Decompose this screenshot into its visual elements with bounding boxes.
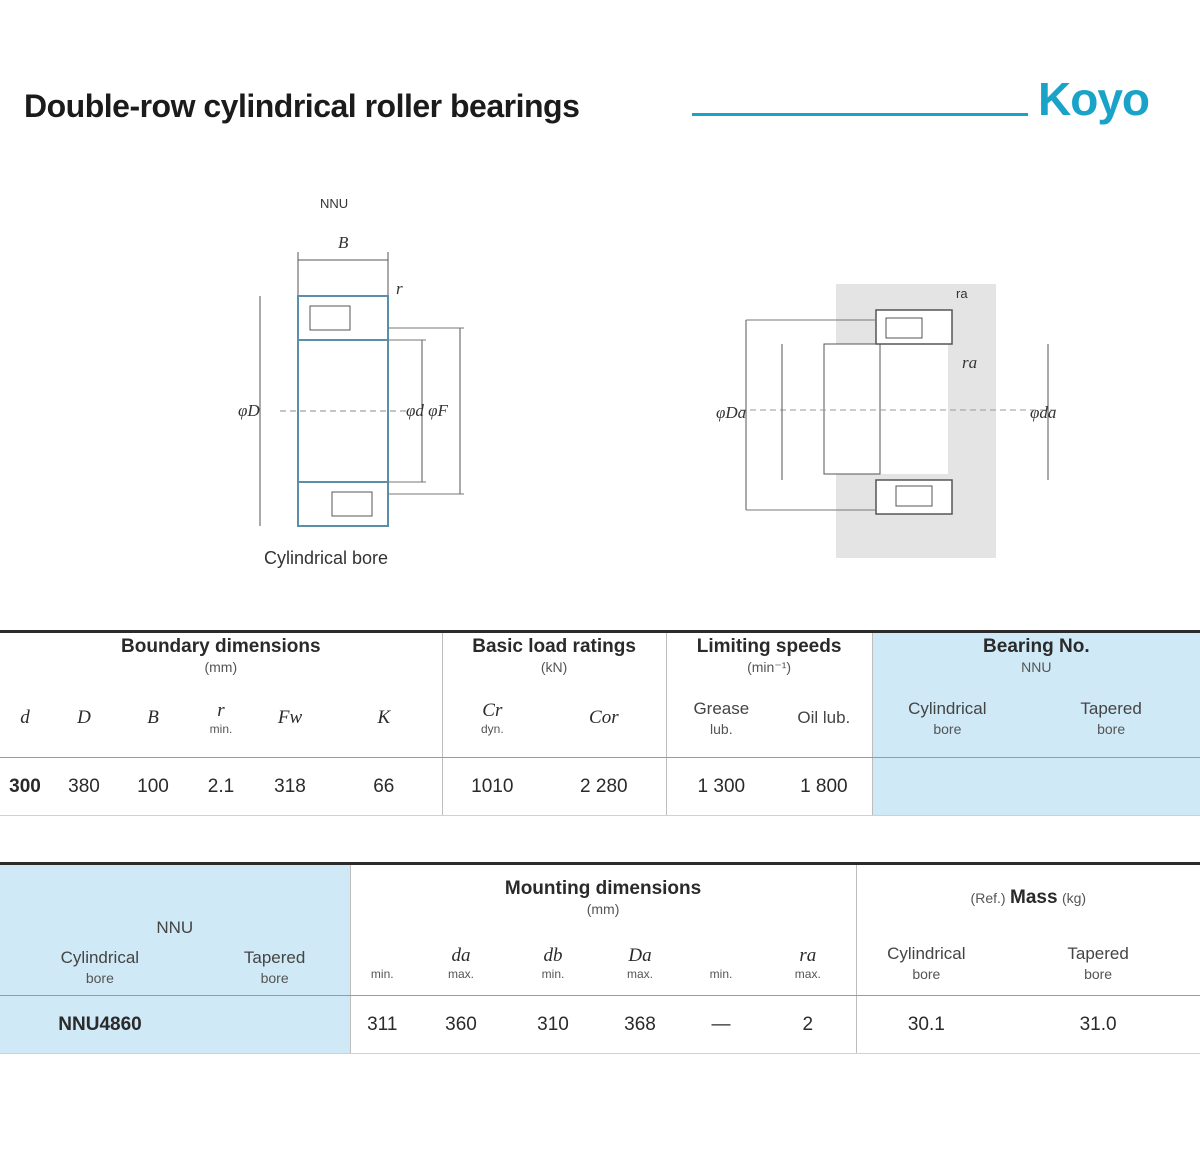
- group-limiting-speeds: Limiting speeds (min⁻¹): [665, 631, 873, 680]
- col-Fw: Fw: [254, 679, 326, 758]
- cell-oil: 1 800: [776, 757, 873, 816]
- page-title: Double-row cylindrical roller bearings: [24, 88, 580, 124]
- cell-D: 380: [50, 757, 118, 816]
- cell-r: 2.1: [188, 757, 254, 816]
- cell-mass-tapered: 31.0: [996, 995, 1200, 1054]
- cell-B: 100: [118, 757, 188, 816]
- group-mass: (Ref.) Mass (kg): [855, 863, 1200, 932]
- outer-diameter-label: φD: [238, 401, 260, 420]
- group-bearing-no: Bearing No. NNU: [871, 631, 1200, 680]
- cell-Fw: 318: [254, 757, 326, 816]
- cell-d: 300: [0, 757, 50, 816]
- da-label: φda: [1030, 403, 1056, 422]
- col-oil: Oil lub.: [776, 679, 873, 758]
- bearing-drawing-right: φDa φda ra ra: [716, 284, 1060, 558]
- r-label: r: [396, 279, 403, 298]
- cell-da-min: 311: [349, 995, 414, 1054]
- col-d: d: [0, 679, 50, 758]
- group-load-ratings: Basic load ratings (kN): [441, 631, 667, 680]
- cell-bearing-no: NNU4860: [0, 995, 200, 1054]
- bearing-drawing-left: NNU B r φD φd φF: [238, 196, 464, 527]
- width-label: B: [338, 233, 349, 252]
- drawing-caption: Cylindrical bore: [264, 548, 389, 568]
- type-label: NNU: [320, 196, 348, 211]
- col-B: B: [118, 679, 188, 758]
- cell-mass-cylindrical: 30.1: [855, 995, 997, 1054]
- ra-small-label: ra: [956, 286, 968, 301]
- brand-logo: Koyo: [1038, 73, 1150, 125]
- Da-label: φDa: [716, 403, 746, 422]
- ra-label: ra: [962, 353, 977, 372]
- cell-Cor: 2 280: [542, 757, 667, 816]
- group-mounting: Mounting dimensions (mm): [349, 863, 857, 932]
- col-K: K: [326, 679, 443, 758]
- cell-bearing-tapered: [200, 995, 350, 1054]
- title-rule: [692, 113, 1028, 116]
- cell-Cr: 1010: [441, 757, 543, 816]
- bearing-spec-table: Boundary dimensions (mm) Basic load rati…: [0, 630, 1200, 816]
- col-Cor: Cor: [542, 679, 667, 758]
- cell-Da-max: 368: [598, 995, 682, 1054]
- cell-tapered-bore: [1022, 757, 1200, 816]
- cell-db-min: 310: [508, 995, 598, 1054]
- cell-da-max: 360: [414, 995, 508, 1054]
- cell-ra-max: 2: [760, 995, 857, 1054]
- cell-K: 66: [326, 757, 443, 816]
- cell-Da-min: —: [682, 995, 760, 1054]
- cell-cylindrical-bore: [871, 757, 1023, 816]
- col-D: D: [50, 679, 118, 758]
- col-da-min: min.: [349, 931, 414, 996]
- inner-diameter-label: φd φF: [406, 401, 449, 420]
- cell-grease: 1 300: [665, 757, 777, 816]
- col-Da-min: min.: [682, 931, 760, 996]
- group-boundary: Boundary dimensions (mm): [121, 636, 321, 676]
